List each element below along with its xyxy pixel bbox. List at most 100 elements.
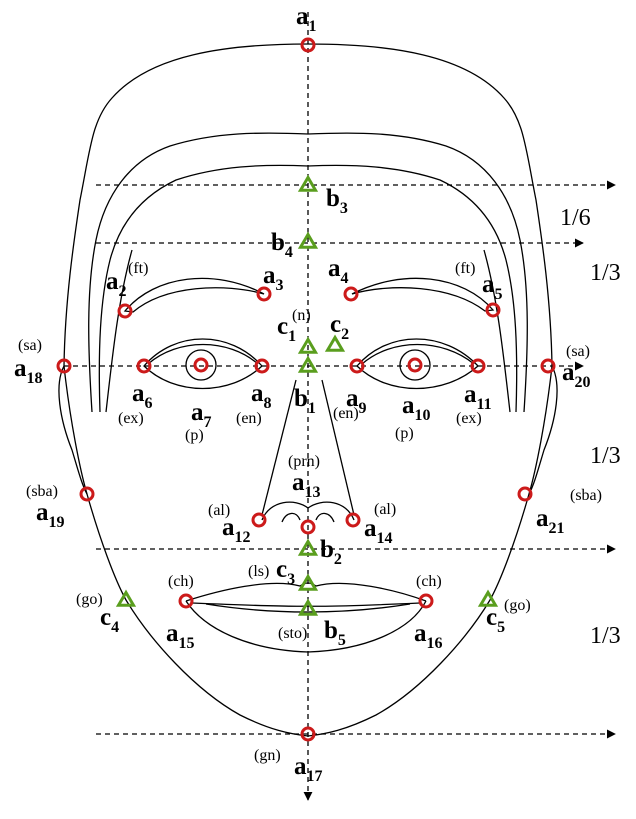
landmark-label-base: a [251, 380, 264, 407]
landmark-abbr-c3: (ls) [248, 563, 269, 580]
landmark-label-subscript: 7 [204, 414, 212, 431]
iris-right [400, 350, 430, 380]
landmark-abbr-a13: (prn) [288, 453, 320, 470]
landmark-label-subscript: 1 [308, 400, 316, 417]
landmark-abbr-a20: (sa) [566, 343, 590, 360]
landmark-abbr-a18: (sa) [18, 337, 42, 354]
landmark-label-subscript: 20 [575, 374, 591, 391]
landmark-label-base: a [294, 753, 307, 780]
landmark-label-base: c [330, 311, 341, 338]
landmark-label-a13: a13 [292, 469, 321, 501]
landmark-abbr-a5: (ft) [455, 260, 475, 277]
landmark-abbr-a9: (en) [333, 405, 359, 422]
landmark-abbr-a14: (al) [374, 501, 396, 518]
landmark-label-subscript: 6 [145, 395, 153, 412]
landmark-label-base: a [328, 255, 341, 282]
landmark-label-subscript: 3 [276, 277, 284, 294]
landmark-abbr-a6: (ex) [118, 410, 144, 427]
landmark-abbr-b5: (sto) [278, 625, 307, 642]
landmark-label-a17: a17 [294, 753, 323, 785]
landmark-abbr-c5: (go) [504, 597, 531, 614]
landmark-abbr-a16: (ch) [416, 573, 442, 590]
landmark-label-subscript: 19 [49, 514, 65, 531]
landmark-label-base: a [464, 381, 477, 408]
landmark-label-subscript: 9 [359, 400, 367, 417]
landmark-label-base: a [402, 392, 415, 419]
landmark-label-a8: a8 [251, 380, 272, 412]
landmark-abbr-a2: (ft) [128, 260, 148, 277]
landmark-label-a16: a16 [414, 620, 443, 652]
fraction-1: 1/6 [560, 205, 591, 231]
landmark-label-subscript: 5 [497, 619, 505, 636]
landmark-label-a10: a10 [402, 392, 431, 424]
landmark-label-base: b [326, 185, 340, 212]
landmark-label-base: c [100, 604, 111, 631]
landmark-label-base: a [191, 399, 204, 426]
landmark-label-base: a [364, 515, 377, 542]
landmark-label-b5: b5 [324, 617, 346, 649]
landmark-label-base: b [271, 229, 285, 256]
landmark-abbr-a11: (ex) [456, 410, 482, 427]
landmark-label-a14: a14 [364, 515, 393, 547]
landmark-abbr-a17: (gn) [254, 747, 281, 764]
landmark-label-a5: a5 [482, 271, 503, 303]
landmark-label-subscript: 3 [287, 571, 295, 588]
landmark-abbr-a7: (p) [185, 427, 204, 444]
landmark-label-subscript: 5 [495, 286, 503, 303]
fraction-4: 1/3 [590, 623, 621, 649]
landmark-abbr-a15: (ch) [168, 573, 194, 590]
landmark-label-subscript: 12 [235, 529, 251, 546]
landmark-label-base: a [263, 262, 276, 289]
landmark-label-subscript: 1 [309, 18, 317, 35]
eye-left-outline [144, 339, 262, 389]
landmark-label-subscript: 2 [341, 326, 349, 343]
landmark-label-base: a [166, 620, 179, 647]
landmark-marker-a4 [345, 288, 357, 300]
eye-left-lid [148, 345, 258, 365]
landmark-marker-a14 [347, 514, 359, 526]
landmark-label-b3: b3 [326, 185, 348, 217]
landmark-label-base: a [562, 359, 575, 386]
landmark-label-a11: a11 [464, 381, 492, 413]
eye-right-outline [357, 339, 478, 389]
upper-lip [186, 583, 426, 601]
landmark-label-subscript: 4 [285, 244, 293, 261]
landmark-label-subscript: 1 [288, 328, 296, 345]
landmark-label-subscript: 4 [341, 270, 349, 287]
landmark-label-base: a [36, 499, 49, 526]
landmark-label-a21: a21 [536, 505, 565, 537]
landmark-label-base: a [296, 3, 309, 30]
landmark-label-b1: b1 [294, 385, 316, 417]
landmark-marker-a7 [195, 359, 207, 371]
landmark-label-base: a [106, 268, 119, 295]
landmark-abbr-a8: (en) [236, 410, 262, 427]
landmark-abbr-c4: (go) [76, 591, 103, 608]
proportion-labels: 1/6 1/3 1/3 1/3 [560, 205, 621, 649]
landmark-label-c4: c4 [100, 604, 119, 636]
eyebrow-right [352, 278, 493, 311]
landmark-label-subscript: 5 [338, 632, 346, 649]
landmark-label-base: a [536, 505, 549, 532]
landmark-label-subscript: 2 [334, 551, 342, 568]
landmark-label-a20: a20 [562, 359, 591, 391]
landmark-label-base: b [320, 536, 334, 563]
fraction-2: 1/3 [590, 260, 621, 286]
fraction-3: 1/3 [590, 443, 621, 469]
landmark-label-base: a [482, 271, 495, 298]
landmark-label-base: c [486, 604, 497, 631]
landmark-label-subscript: 4 [111, 619, 119, 636]
landmark-label-b4: b4 [271, 229, 293, 261]
landmark-marker-a12 [253, 514, 265, 526]
landmark-label-subscript: 18 [27, 370, 43, 387]
landmark-label-base: a [292, 469, 305, 496]
eyebrow-left [125, 278, 264, 312]
landmark-label-subscript: 17 [307, 768, 323, 785]
landmark-label-base: a [132, 380, 145, 407]
landmark-abbr-a10: (p) [395, 425, 414, 442]
nostril-left [282, 513, 300, 522]
landmark-abbr-a19: (sba) [26, 483, 58, 500]
landmark-label-subscript: 8 [264, 395, 272, 412]
landmark-label-base: b [324, 617, 338, 644]
landmark-label-base: a [414, 620, 427, 647]
